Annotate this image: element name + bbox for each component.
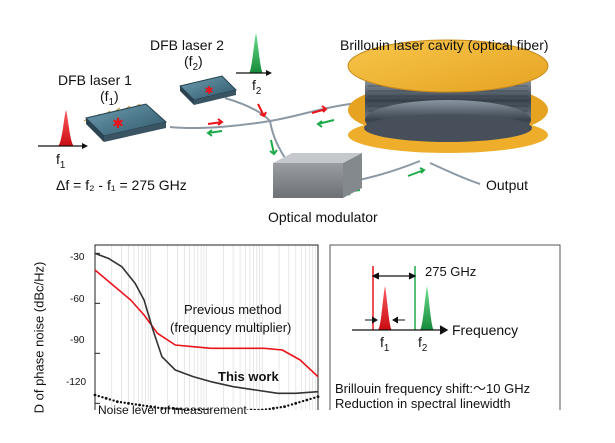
noise-floor-point [101, 396, 103, 398]
laser1-freq: (f1) [100, 88, 119, 108]
system-diagram: ✱ ✱ [0, 0, 615, 240]
annotation-this-work: This work [218, 369, 279, 384]
noise-floor-point [105, 397, 108, 400]
laser2-title: DFB laser 2 [150, 37, 224, 53]
panel-text-linewidth: Reduction in spectral linewidth [335, 396, 511, 411]
fiber-spool [348, 40, 548, 153]
dfb-laser-1-chip: ✱ [84, 104, 166, 142]
gap-arrow [373, 273, 415, 279]
noise-floor-point [94, 394, 97, 397]
green-pulse-f2 [236, 33, 272, 76]
panel-text-shift: Brillouin frequency shift:～10 GHz [335, 378, 530, 397]
noise-floor-point [317, 395, 320, 398]
noise-floor-point [98, 395, 100, 397]
noise-floor-point [298, 401, 300, 403]
svg-text:✱: ✱ [204, 85, 213, 97]
noise-floor-point [272, 407, 275, 410]
ytick-label-minus30: -30 [70, 252, 84, 263]
noise-floor-point [309, 398, 311, 400]
noise-floor-point [283, 405, 286, 408]
panel-f2-label: f2 [418, 334, 427, 354]
y-ticks [95, 253, 100, 403]
modulator-box [273, 153, 362, 198]
laser2-freq: (f2) [184, 53, 203, 73]
ytick-label-minus60: -60 [70, 294, 84, 305]
noise-floor-point [287, 404, 289, 406]
panel-frequency-label: Frequency [452, 322, 518, 338]
y-axis-label: D of phase noise (dBc/Hz) [32, 233, 47, 443]
noise-floor-point [305, 399, 308, 402]
noise-floor-point [112, 399, 114, 401]
noise-floor-point [280, 406, 282, 408]
linewidth-arrows [365, 317, 405, 323]
svg-text:✱: ✱ [112, 115, 124, 131]
delta-f-equation: Δf = f₂ - f₁ = 275 GHz [56, 177, 187, 193]
ytick-label-minus90: -90 [70, 335, 84, 346]
ytick-label-minus120: -120 [66, 377, 86, 388]
frequency-axis-arrow [352, 326, 447, 334]
pulse-f1-label: f1 [56, 151, 65, 171]
annotation-noise-floor: Noise level of measurement [98, 403, 247, 417]
annotation-previous-method: Previous method [184, 302, 282, 317]
red-pulse-f1 [38, 110, 88, 149]
red-spectrum-peak [378, 286, 392, 330]
noise-floor-point [294, 402, 297, 405]
noise-floor-point [313, 397, 315, 399]
noise-floor-point [276, 407, 278, 409]
modulator-title: Optical modulator [268, 209, 378, 225]
pulse-f2-label: f2 [252, 77, 261, 97]
cavity-title: Brillouin laser cavity (optical fiber) [340, 37, 549, 53]
noise-floor-point [291, 403, 293, 405]
noise-floor-point [109, 398, 111, 400]
green-spectrum-peak [420, 286, 434, 330]
annotation-frequency-multiplier: (frequency multiplier) [170, 320, 291, 335]
panel-gap-label: 275 GHz [425, 264, 476, 279]
output-label: Output [486, 177, 528, 193]
laser1-title: DFB laser 1 [58, 72, 132, 88]
dfb-laser-2-chip: ✱ [180, 76, 236, 105]
panel-f1-label: f1 [380, 334, 389, 354]
noise-floor-point [302, 400, 304, 402]
